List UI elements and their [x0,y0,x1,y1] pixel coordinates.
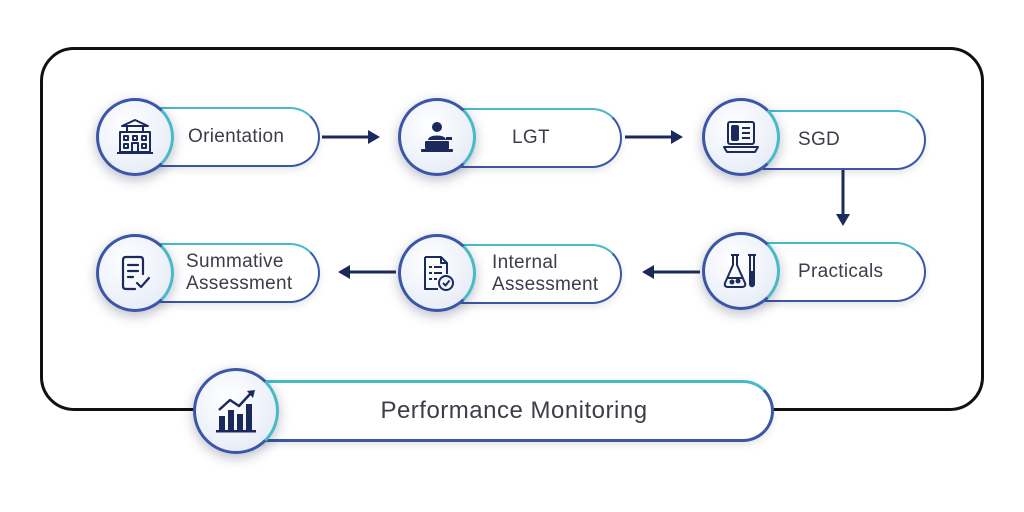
step-internal-assessment-label: Internal Assessment [434,252,598,296]
performance-monitoring: Performance Monitoring [224,380,774,442]
step-sgd-label: SGD [798,129,841,150]
arrow-orientation-to-lgt [322,130,380,144]
step-summative-line2: Assessment [186,273,293,294]
building-icon-badge [96,98,174,176]
step-orientation-label: Orientation [188,126,285,147]
discussion-icon [723,121,759,153]
performance-monitoring-label: Performance Monitoring [380,397,648,424]
lecturer-icon-badge [398,98,476,176]
checklist-icon [121,255,151,291]
checklist-icon-badge [96,234,174,312]
discussion-icon-badge [702,98,780,176]
document-check-icon [424,256,454,291]
step-practicals-label: Practicals [798,261,884,282]
arrow-internal-to-summative [338,265,396,279]
bar-chart-icon [216,390,256,433]
building-icon [117,119,153,154]
bar-chart-icon-badge [193,368,279,454]
step-summative-line1: Summative [186,251,284,272]
flask-icon-badge [702,232,780,310]
arrow-practicals-to-internal [642,265,700,279]
document-check-icon-badge [398,234,476,312]
process-frame [40,47,984,411]
flask-icon [723,254,756,288]
lecturer-icon [421,122,453,152]
step-lgt-label: LGT [512,127,550,148]
arrow-sgd-to-practicals [836,170,850,226]
step-summative-assessment-label: Summative Assessment [132,251,292,295]
step-internal-line1: Internal [492,252,558,273]
step-internal-line2: Assessment [492,274,599,295]
arrow-lgt-to-sgd [625,130,683,144]
